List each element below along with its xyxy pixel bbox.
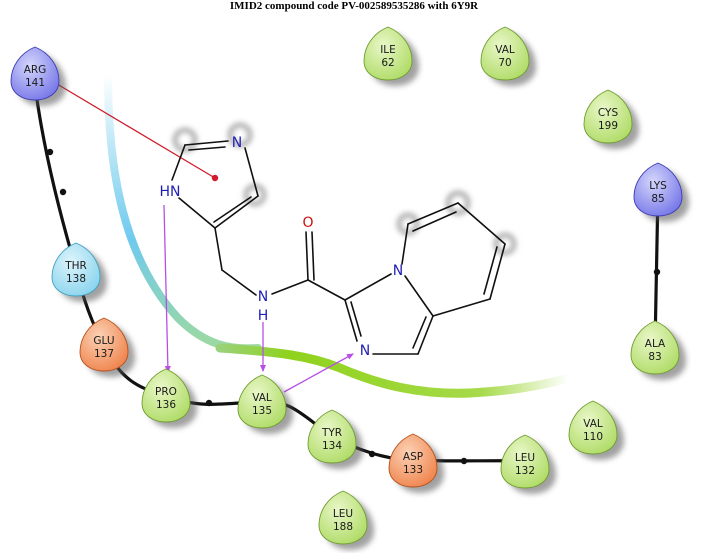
- backbone-node: [653, 268, 661, 276]
- backbone-segment: [33, 83, 76, 264]
- residue-shape: [500, 434, 550, 489]
- atom-n-imidazole: N: [232, 135, 242, 151]
- pi-cation-line: [51, 80, 216, 179]
- residue-name: GLU: [93, 335, 114, 347]
- residue-shape: [141, 368, 191, 423]
- residue-shape: [10, 46, 60, 101]
- residue-name: THR: [64, 260, 87, 272]
- residue-shape: [633, 162, 683, 217]
- residue-name: VAL: [252, 392, 272, 404]
- residue-shape: [388, 433, 438, 488]
- residue-shape: [583, 89, 633, 144]
- residue-shape: [307, 409, 357, 464]
- backbone-node: [368, 450, 376, 458]
- residue-name: ALA: [645, 338, 666, 350]
- ring-centroid: [211, 174, 219, 182]
- residue-number: 70: [498, 57, 511, 69]
- residue-shape: [79, 317, 129, 372]
- residue-number: 199: [598, 120, 618, 132]
- residue-name: ASP: [403, 451, 423, 463]
- atom-n-imine: N: [360, 343, 370, 359]
- backbone-path: [33, 83, 661, 465]
- atom-hn-imidazole: HN: [160, 184, 181, 200]
- residue-shape: [318, 490, 368, 545]
- residue-number: 133: [403, 464, 423, 476]
- residue-number: 137: [94, 348, 114, 360]
- residue-number: 132: [515, 465, 535, 477]
- residue-number: 135: [252, 405, 272, 417]
- backbone-node: [205, 399, 213, 407]
- residue-shape: [51, 242, 101, 297]
- residue-number: 188: [333, 521, 353, 533]
- residue-number: 138: [66, 273, 86, 285]
- residue-shape: [480, 26, 530, 81]
- solvent-exposure-halos: [173, 123, 516, 255]
- hbond-arrow-n-imine: [283, 353, 354, 393]
- atom-amide-n: N: [258, 289, 268, 305]
- atom-n-bridgehead: N: [393, 263, 403, 279]
- residue-name: LYS: [649, 180, 667, 192]
- residue-name: LEU: [515, 452, 535, 464]
- residue-number: 85: [651, 193, 664, 205]
- ligand-structure: N HN O N H N N: [160, 123, 516, 359]
- residue-number: 62: [381, 57, 394, 69]
- residue-name: TYR: [321, 427, 342, 439]
- ligand-bonds: [171, 140, 506, 355]
- residue-name: VAL: [495, 44, 515, 56]
- residue-name: VAL: [583, 418, 603, 430]
- residue-number: 136: [156, 399, 176, 411]
- residue-name: PRO: [155, 386, 177, 398]
- residue-name: CYS: [598, 107, 619, 119]
- residue-name: ARG: [24, 64, 47, 76]
- residue-shape: [568, 400, 618, 455]
- backbone-node: [460, 457, 468, 465]
- residue-name: LEU: [333, 508, 353, 520]
- residue-number: 141: [25, 77, 45, 89]
- residue-number: 110: [583, 431, 603, 443]
- backbone-node: [59, 188, 67, 196]
- atom-oxygen: O: [302, 215, 313, 231]
- residue-shape: [363, 26, 413, 81]
- atom-amide-h: H: [258, 308, 269, 324]
- residue-shape: [237, 374, 287, 429]
- residue-shape: [630, 320, 680, 375]
- residue-name: ILE: [380, 44, 396, 56]
- hbond-arrow-pro136: [163, 204, 171, 373]
- residue-number: 83: [648, 351, 661, 363]
- interactions-layer: [51, 80, 354, 393]
- pocket-outline: [104, 71, 573, 398]
- residues-layer: ARG141ILE62VAL70CYS199LYS85THR138GLU137P…: [10, 26, 689, 550]
- diagram-title: IMID2 compound code PV-002589535286 with…: [230, 0, 479, 12]
- residue-number: 134: [322, 440, 342, 452]
- backbone-node: [46, 148, 54, 156]
